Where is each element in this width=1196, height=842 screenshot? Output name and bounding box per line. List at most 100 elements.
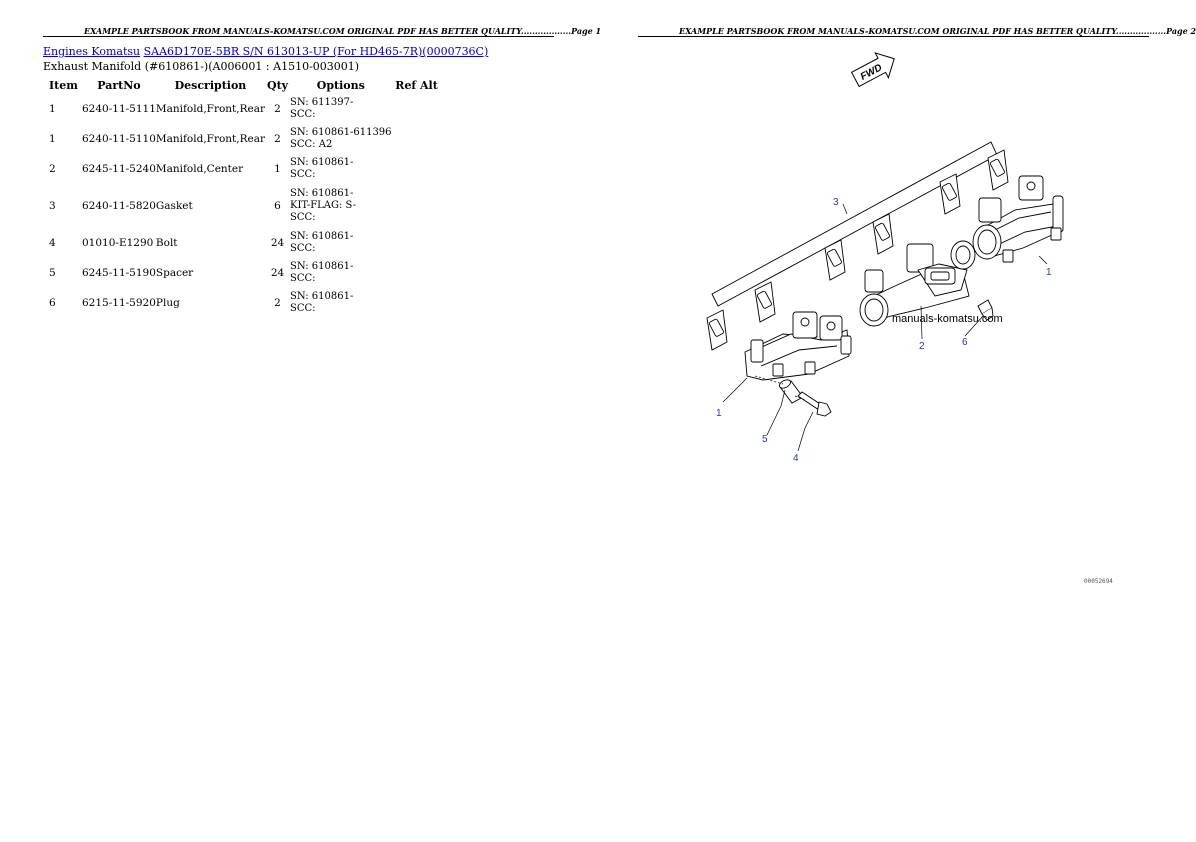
- cell-description: Gasket: [155, 200, 193, 212]
- gasket-strip: [706, 141, 1009, 351]
- option-scc: SCC:: [290, 109, 316, 120]
- option-scc: SCC: A2: [290, 139, 333, 150]
- cell-ref-alt: [392, 124, 442, 154]
- gasket-port: [824, 239, 846, 281]
- cell-item: 5: [49, 267, 56, 279]
- cell-qty: 24: [270, 237, 285, 249]
- gasket-port: [754, 281, 776, 323]
- table-row: 1 6240-11-5111 Manifold,Front,Rear 2 SN:…: [43, 94, 442, 124]
- table-row: 3 6240-11-5820 Gasket 6 SN: 610861-KIT-F…: [43, 184, 442, 228]
- gasket-port: [939, 173, 961, 215]
- manifold-front: [972, 175, 1064, 263]
- cell-qty: 24: [270, 267, 285, 279]
- table-row: 2 6245-11-5240 Manifold,Center 1 SN: 610…: [43, 154, 442, 184]
- option-scc: SCC:: [290, 212, 316, 223]
- table-row: 4 01010-E1290 Bolt 24 SN: 610861-SCC:: [43, 228, 442, 258]
- cell-item: 1: [49, 133, 56, 145]
- cell-item: 2: [49, 163, 56, 175]
- gasket-port: [872, 213, 894, 255]
- column-header-qty: Qty: [266, 78, 289, 92]
- option-sn: SN: 610861-: [290, 261, 354, 272]
- cell-description: Manifold,Front,Rear: [155, 133, 266, 145]
- breadcrumb-link-engines[interactable]: Engines Komatsu: [43, 45, 141, 58]
- cell-item: 6: [49, 297, 56, 309]
- column-header-options: Options: [316, 78, 365, 92]
- cell-description: Spacer: [155, 267, 194, 279]
- diagram-page: EXAMPLE PARTSBOOK FROM MANUALS-KOMATSU.C…: [595, 0, 1196, 842]
- cell-ref-alt: [392, 258, 442, 288]
- callout-6: 6: [962, 337, 968, 348]
- spacer-icon: [779, 379, 804, 404]
- cell-partno: 01010-E1290: [82, 237, 154, 249]
- option-scc: SCC:: [290, 243, 316, 254]
- cell-qty: 2: [274, 103, 281, 115]
- option-sn: SN: 610861-: [290, 231, 354, 242]
- option-sn: SN: 611397-: [290, 97, 354, 108]
- column-header-item: Item: [49, 78, 78, 92]
- parts-table: Item PartNo Description Qty Options Ref …: [43, 76, 442, 318]
- callout-3: 3: [833, 197, 839, 208]
- watermark-text: manuals-komatsu.com: [892, 313, 1003, 325]
- breadcrumb: Engines Komatsu SAA6D170E-5BR S/N 613013…: [43, 45, 488, 58]
- option-scc: SCC:: [290, 273, 316, 284]
- header-divider: [638, 36, 1149, 37]
- fwd-arrow-icon: FWD: [850, 52, 895, 88]
- cell-ref-alt: [392, 228, 442, 258]
- cell-qty: 2: [274, 297, 281, 309]
- plug-icon: [977, 299, 994, 321]
- cell-partno: 6240-11-5110: [82, 133, 156, 145]
- image-id: 00052694: [1084, 578, 1113, 585]
- cell-options: SN: 610861-SCC:: [290, 288, 392, 318]
- cell-qty: 1: [274, 163, 281, 175]
- option-sn: SN: 610861-611396: [290, 127, 392, 138]
- parts-list-page: EXAMPLE PARTSBOOK FROM MANUALS-KOMATSU.C…: [0, 0, 601, 842]
- breadcrumb-link-model[interactable]: SAA6D170E-5BR S/N 613013-UP (For HD465-7…: [143, 45, 489, 58]
- cell-partno: 6245-11-5240: [82, 163, 156, 175]
- cell-item: 4: [49, 237, 56, 249]
- callout-2: 2: [919, 341, 925, 352]
- cell-ref-alt: [392, 184, 442, 228]
- cell-partno: 6215-11-5920: [82, 297, 156, 309]
- column-header-ref-alt: Ref Alt: [395, 78, 438, 92]
- table-row: 1 6240-11-5110 Manifold,Front,Rear 2 SN:…: [43, 124, 442, 154]
- callout-1-front: 1: [1046, 267, 1052, 278]
- option-sn: SN: 610861-: [290, 157, 354, 168]
- cell-qty: 6: [274, 200, 281, 212]
- cell-ref-alt: [392, 154, 442, 184]
- header-divider: [43, 36, 554, 37]
- column-header-description: Description: [174, 78, 247, 92]
- gasket-port: [987, 149, 1009, 191]
- exhaust-manifold-diagram: FWD: [706, 52, 1064, 464]
- table-row: 5 6245-11-5190 Spacer 24 SN: 610861-SCC:: [43, 258, 442, 288]
- cell-item: 1: [49, 103, 56, 115]
- cell-item: 3: [49, 200, 56, 212]
- manifold-rear: [744, 311, 852, 381]
- page-header: EXAMPLE PARTSBOOK FROM MANUALS-KOMATSU.C…: [679, 26, 1196, 36]
- cell-description: Plug: [155, 297, 180, 309]
- page-title: Exhaust Manifold (#610861-)(A006001 : A1…: [43, 60, 360, 73]
- manifold-center: [859, 240, 976, 327]
- gasket-port: [706, 309, 728, 351]
- cell-options: SN: 610861-SCC:: [290, 228, 392, 258]
- cell-options: SN: 610861-SCC:: [290, 154, 392, 184]
- cell-partno: 6240-11-5111: [82, 103, 156, 115]
- option-kit-flag: KIT-FLAG: S-: [290, 200, 357, 211]
- cell-options: SN: 610861-SCC:: [290, 258, 392, 288]
- bolt-icon: [797, 391, 832, 417]
- cell-partno: 6245-11-5190: [82, 267, 156, 279]
- table-row: 6 6215-11-5920 Plug 2 SN: 610861-SCC:: [43, 288, 442, 318]
- page-header: EXAMPLE PARTSBOOK FROM MANUALS-KOMATSU.C…: [84, 26, 602, 36]
- column-header-partno: PartNo: [97, 78, 141, 92]
- cell-options: SN: 611397-SCC:: [290, 94, 392, 124]
- cell-ref-alt: [392, 288, 442, 318]
- callout-1-rear: 1: [716, 408, 722, 419]
- cell-partno: 6240-11-5820: [82, 200, 156, 212]
- cell-options: SN: 610861-KIT-FLAG: S-SCC:: [290, 184, 392, 228]
- option-scc: SCC:: [290, 169, 316, 180]
- cell-ref-alt: [392, 94, 442, 124]
- cell-description: Manifold,Center: [155, 163, 244, 175]
- cell-description: Manifold,Front,Rear: [155, 103, 266, 115]
- cell-qty: 2: [274, 133, 281, 145]
- option-sn: SN: 610861-: [290, 291, 354, 302]
